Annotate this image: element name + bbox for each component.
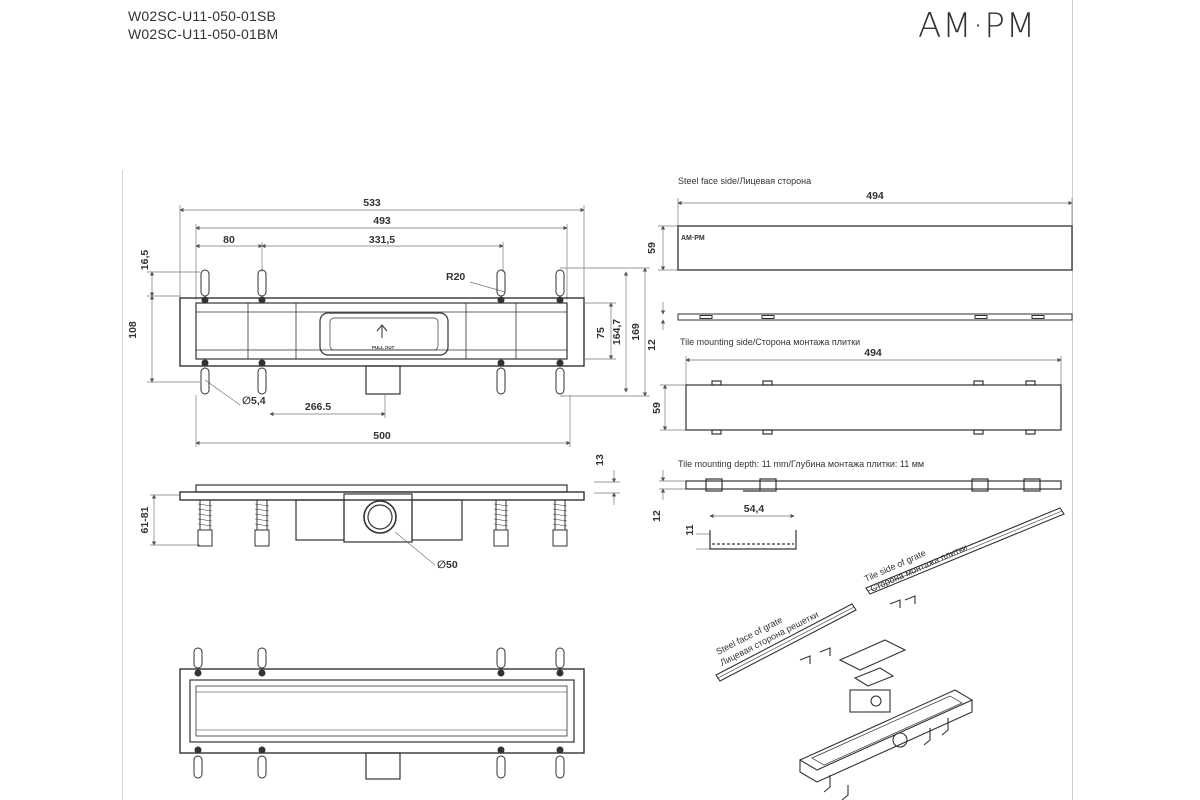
top-view xyxy=(147,205,650,447)
dim-80: 80 xyxy=(223,234,235,246)
steel-face-label: Steel face side/Лицевая сторона xyxy=(678,176,811,186)
dim-533: 533 xyxy=(363,197,381,209)
depth-dim-54-4: 54,4 xyxy=(744,503,765,515)
grate-cross-section xyxy=(709,530,797,550)
tile-dim-59: 59 xyxy=(651,402,663,414)
arrow-up-icon xyxy=(376,324,388,338)
side-view xyxy=(150,470,620,566)
bottom-view xyxy=(179,647,585,780)
product-code-sb: W02SC-U11-050-01SB xyxy=(128,8,277,24)
steel-face-profile xyxy=(677,313,1073,321)
steel-dim-59: 59 xyxy=(646,242,658,254)
dim-164-7: 164,7 xyxy=(611,319,623,345)
tile-side-grate xyxy=(685,380,1062,435)
tile-depth-label: Tile mounting depth: 11 mm/Глубина монта… xyxy=(678,459,924,469)
sheet-border-left xyxy=(122,170,123,800)
tile-side-label: Tile mounting side/Сторона монтажа плитк… xyxy=(680,337,860,347)
dim-331-5: 331,5 xyxy=(369,234,395,246)
dim-266-5: 266.5 xyxy=(305,401,331,413)
pull-out-label: PULL OUT xyxy=(372,345,395,350)
tile-depth-profile xyxy=(685,478,1062,492)
dim-493: 493 xyxy=(373,215,391,227)
brand-logo: AM·PM xyxy=(918,6,1037,46)
steel-dim-494: 494 xyxy=(866,190,884,202)
tile-dim-494: 494 xyxy=(864,347,882,359)
dim-75: 75 xyxy=(595,327,607,339)
grate-logo: AM·PM xyxy=(681,235,705,242)
dim-500: 500 xyxy=(373,430,391,442)
depth-dim-11: 11 xyxy=(684,524,696,535)
dim-16-5: 16,5 xyxy=(139,250,151,271)
steel-dim-12: 12 xyxy=(646,339,658,351)
steel-face-grate xyxy=(677,225,1073,271)
depth-dim-12: 12 xyxy=(651,510,663,522)
dim-169: 169 xyxy=(630,323,642,341)
dim-61-81: 61-81 xyxy=(139,506,151,533)
dim-outlet-diameter: ∅50 xyxy=(437,559,458,571)
dim-r20: R20 xyxy=(446,271,465,283)
exploded-view xyxy=(715,507,1065,800)
dim-108: 108 xyxy=(127,321,139,339)
product-code-bm: W02SC-U11-050-01BM xyxy=(128,26,279,42)
dim-13: 13 xyxy=(594,454,606,466)
dim-hole-diameter: ∅5,4 xyxy=(242,395,266,407)
sheet-border-right xyxy=(1072,0,1073,800)
